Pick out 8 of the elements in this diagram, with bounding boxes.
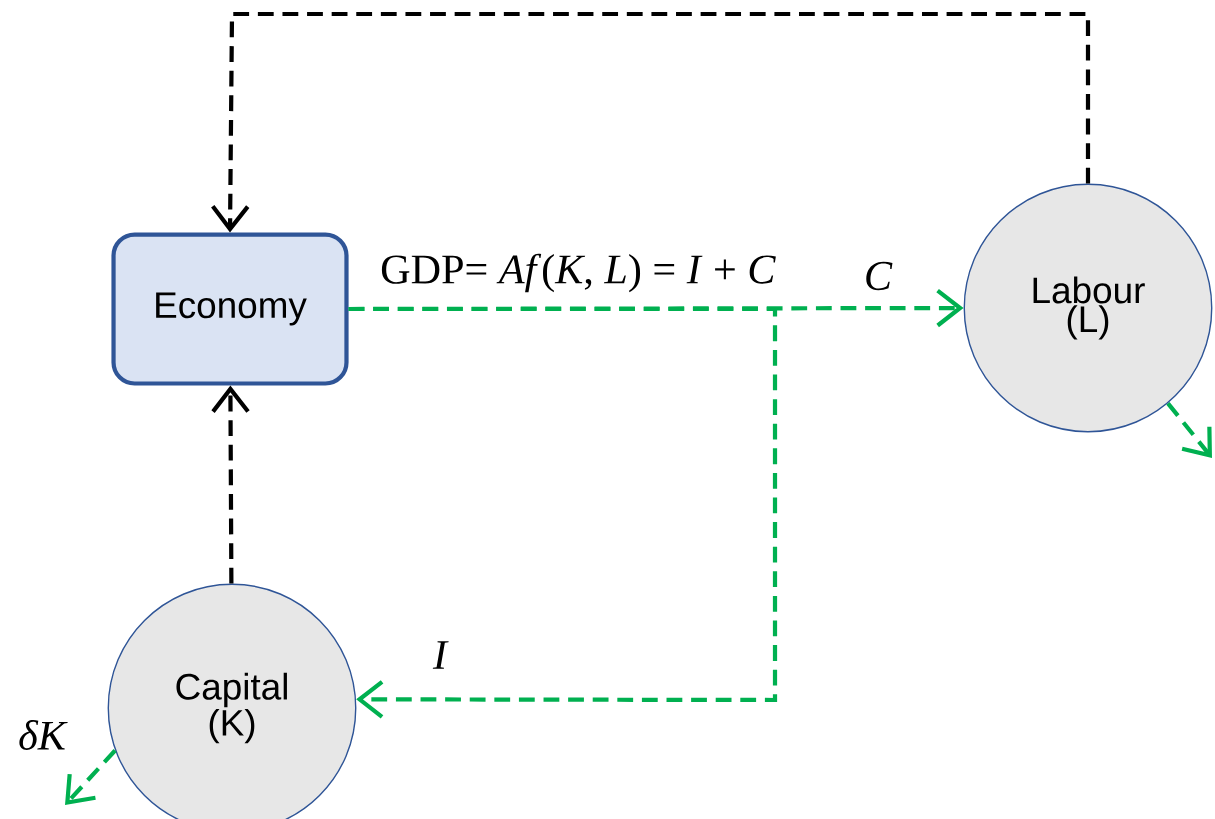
arrow bbox=[348, 306, 778, 719]
edge-label: C bbox=[862, 260, 894, 292]
formula-label: GDP= Af(K, L) = I + C bbox=[378, 251, 778, 295]
arrow bbox=[211, 11, 1091, 233]
arrow bbox=[211, 385, 250, 584]
edge-label: δK bbox=[16, 718, 68, 752]
edge-label: I bbox=[431, 639, 449, 671]
process-box: Economy bbox=[111, 232, 349, 386]
